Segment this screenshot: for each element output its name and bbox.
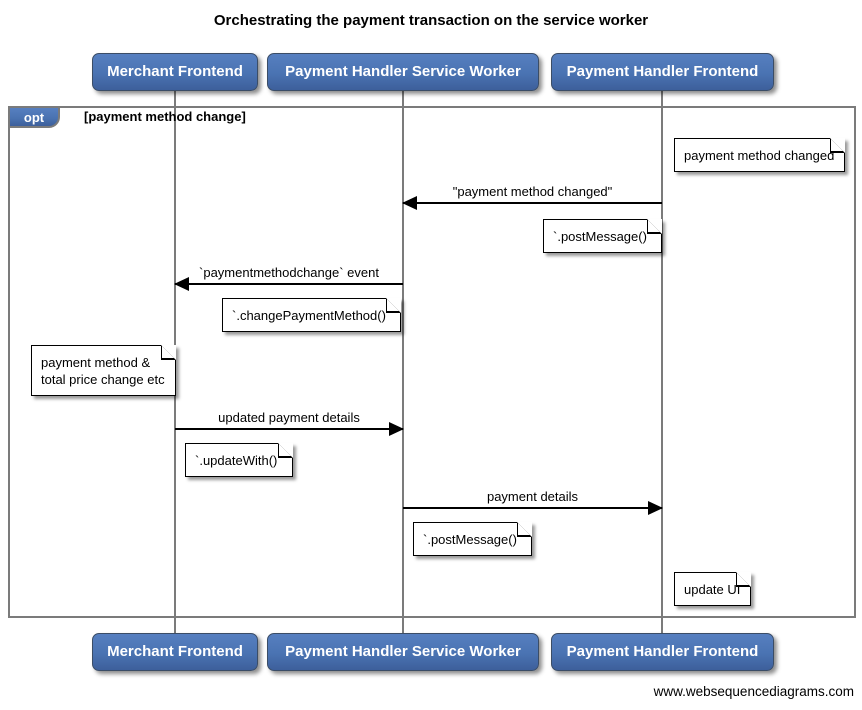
message-payment-details: payment details [403,489,663,515]
note-update-ui: update UI [674,572,752,606]
note-payment-method-changed: payment method changed [674,138,846,172]
note-changepaymentmethod: `.changePaymentMethod()` [222,298,402,332]
message-label: `paymentmethodchange` event [199,265,379,280]
opt-fragment-frame [8,106,856,618]
actor-top-payment-handler-frontend: Payment Handler Frontend [551,53,774,91]
note-payment-method-total-price: payment method & total price change etc [31,345,176,396]
message-payment-method-changed: "payment method changed" [402,184,662,210]
message-paymentmethodchange-event: `paymentmethodchange` event [174,265,403,291]
opt-fragment-operator-tab: opt [8,106,60,128]
message-label: updated payment details [218,410,360,425]
actor-top-payment-handler-service-worker: Payment Handler Service Worker [267,53,539,91]
message-updated-payment-details: updated payment details [175,410,404,436]
note-updatewith: `.updateWith()` [185,443,293,477]
actor-bottom-merchant-frontend: Merchant Frontend [92,633,258,671]
watermark-websequencediagrams: www.websequencediagrams.com [653,684,854,699]
actor-top-merchant-frontend: Merchant Frontend [92,53,258,91]
message-label: payment details [486,489,579,504]
lifeline-payment-handler-frontend [661,91,663,633]
note-postmessage-service-worker: `.postMessage()` [413,522,533,556]
opt-fragment-guard: [payment method change] [84,109,246,124]
diagram-title: Orchestrating the payment transaction on… [213,12,649,29]
actor-bottom-payment-handler-service-worker: Payment Handler Service Worker [267,633,539,671]
actor-bottom-payment-handler-frontend: Payment Handler Frontend [551,633,774,671]
note-postmessage-frontend: `.postMessage()` [543,219,663,253]
message-label: "payment method changed" [452,184,613,199]
lifeline-payment-handler-service-worker [402,91,404,633]
